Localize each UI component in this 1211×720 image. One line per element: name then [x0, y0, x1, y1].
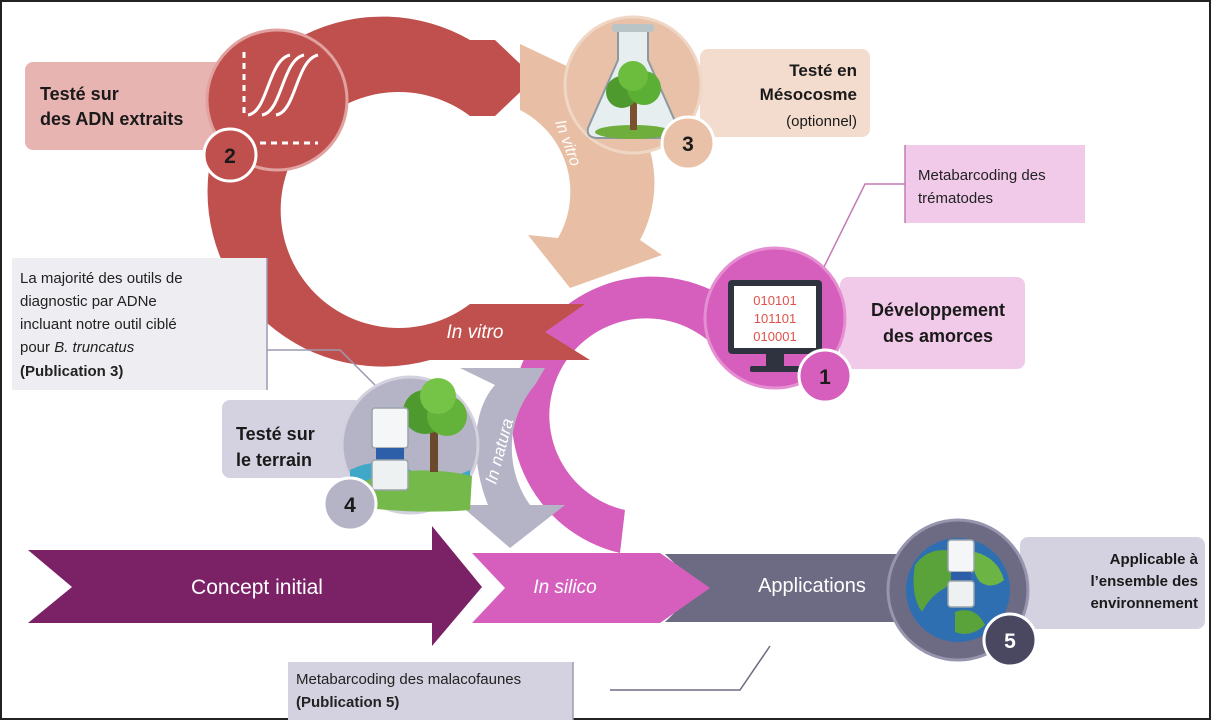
applications-arrow: [665, 554, 908, 622]
computer-code-line2: 101101: [754, 311, 796, 326]
step2-title-line2: des ADN extraits: [40, 109, 183, 129]
in-silico-arrow: [472, 553, 710, 623]
applications-label: Applications: [758, 575, 866, 597]
concept-arrow: [28, 526, 482, 646]
note-trematodes-connector: [819, 183, 905, 276]
note-malacofaunes-box: [288, 662, 573, 720]
step3-title-line1: Testé en: [789, 61, 857, 80]
in-vitro-main-label: In vitro: [446, 322, 503, 343]
step4-title-line2: le terrain: [236, 450, 312, 470]
note-malacofaunes-line1: Metabarcoding des malacofaunes: [296, 671, 521, 688]
note-malacofaunes-connector: [610, 645, 771, 691]
step5-title-line3: environnement: [1090, 595, 1198, 612]
step4-number: 4: [344, 494, 356, 517]
step4-badge: [322, 476, 378, 532]
in-silico-loop: [511, 276, 750, 553]
step5-title-line1: Applicable à: [1110, 551, 1199, 568]
in-silico-label: In silico: [533, 577, 596, 598]
step3-title-line2: Mésocosme: [760, 85, 857, 104]
step3-box: [700, 49, 870, 137]
step1-badge: [797, 348, 853, 404]
step4-title-line1: Testé sur: [236, 424, 315, 444]
note-trematodes-box: [905, 145, 1085, 223]
note-majorite-box: [12, 258, 267, 390]
note-trematodes-line2: trématodes: [918, 190, 993, 207]
note-majorite-line2: diagnostic par ADNe: [20, 293, 157, 310]
step5-title-line2: l’ensemble des: [1090, 573, 1198, 590]
step3-note: (optionnel): [786, 113, 857, 130]
step1-box: [840, 277, 1025, 369]
in-natura-arrow: [460, 368, 565, 548]
step2-box: [25, 62, 235, 150]
step5-badge: [982, 612, 1038, 668]
note-majorite-line1: La majorité des outils de: [20, 270, 183, 287]
note-malacofaunes-publication: (Publication 5): [296, 694, 399, 711]
note-majorite-publication: (Publication 3): [20, 363, 123, 380]
step2-title-line1: Testé sur: [40, 84, 119, 104]
step2-badge: [202, 127, 258, 183]
in-vitro-arc: [520, 44, 662, 288]
flask-tree-icon: [586, 24, 680, 139]
note-majorite-line3: incluant notre outil ciblé: [20, 316, 177, 333]
step1-number: 1: [819, 366, 831, 389]
globe-filter-icon: [906, 538, 1010, 642]
note-trematodes-line1: Metabarcoding des: [918, 167, 1046, 184]
step1-title-line1: Développement: [871, 300, 1005, 320]
step3-badge: [660, 115, 716, 171]
step5-box: [1020, 537, 1205, 629]
step2-number: 2: [224, 145, 236, 168]
note-majorite-line4: pour B. truncatus: [20, 339, 135, 356]
step1-title-line2: des amorces: [883, 326, 993, 346]
step5-number: 5: [1004, 630, 1016, 653]
qpcr-curve-icon: [242, 52, 319, 145]
computer-icon: 010101 101101 010001: [728, 280, 822, 372]
computer-code-line3: 010001: [753, 329, 796, 344]
concept-label: Concept initial: [191, 576, 323, 599]
step4-box: [222, 400, 362, 478]
computer-code-line1: 010101: [753, 293, 796, 308]
note-majorite-connector: [267, 349, 376, 386]
step3-number: 3: [682, 133, 694, 156]
